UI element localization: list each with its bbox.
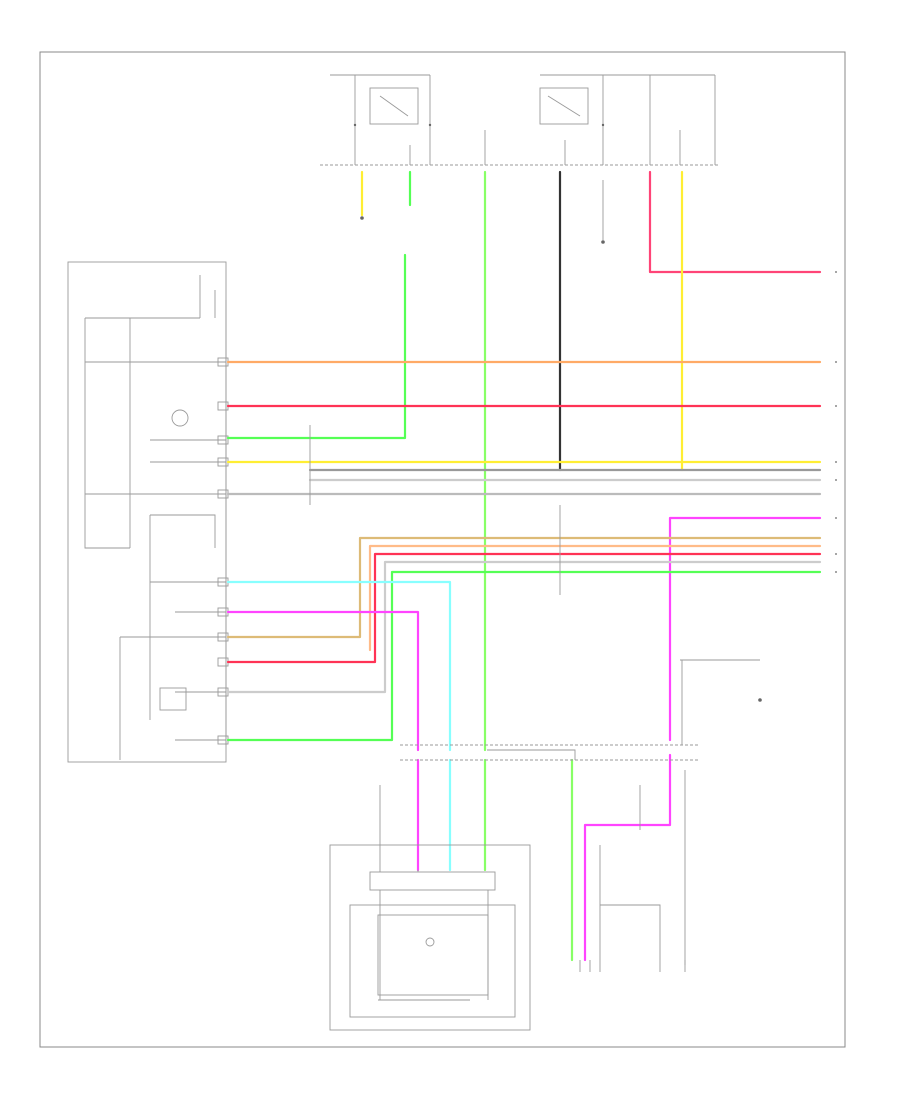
wire-cyan xyxy=(226,580,452,752)
wire-lightgray-3 xyxy=(226,560,822,694)
wire-green-2 xyxy=(226,570,822,742)
diagram-frame xyxy=(39,51,846,1048)
thin-connections xyxy=(309,425,762,965)
switch-connector-pins xyxy=(217,357,229,745)
indicator-lamp-icon xyxy=(171,409,189,427)
thermostat-icon xyxy=(425,937,435,947)
relay-right xyxy=(539,87,589,125)
wire-magenta-right-low xyxy=(583,753,672,962)
wire-tan xyxy=(226,536,822,639)
wire-pink-top xyxy=(648,170,822,274)
top-relay-block xyxy=(320,74,720,166)
wire-red-2 xyxy=(226,552,822,664)
seat-heater-switch-block xyxy=(67,261,227,763)
wire-orange-2 xyxy=(368,544,822,652)
lower-right-terminals xyxy=(579,960,686,972)
wire-magenta xyxy=(226,610,420,752)
connector-header xyxy=(369,871,496,891)
top-small-components xyxy=(360,180,605,244)
right-edge-markers xyxy=(835,271,837,573)
wire-green-switch xyxy=(226,253,407,440)
left-seat-heater-system xyxy=(329,785,531,1031)
relay-left xyxy=(369,87,419,125)
wire-magenta-right xyxy=(668,516,822,742)
wires xyxy=(226,170,822,962)
seat-cushion-box xyxy=(377,914,489,996)
